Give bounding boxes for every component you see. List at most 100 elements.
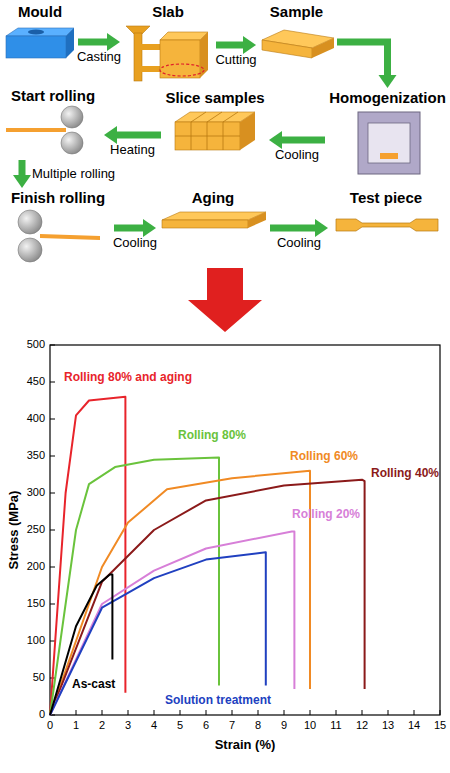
tick-mark (76, 710, 77, 715)
step-title: Mould (4, 4, 76, 20)
curve-label: Rolling 40% (371, 466, 439, 480)
sample-figure (262, 30, 334, 58)
tick-mark (310, 710, 311, 715)
tick-label: 10 (304, 719, 316, 731)
tick-label: 500 (27, 338, 45, 350)
curve-line (50, 531, 294, 715)
furnace-figure (358, 112, 420, 174)
process-step: Aging (158, 190, 268, 236)
tick-mark (414, 710, 415, 715)
step-action: Casting (77, 49, 121, 64)
process-step: Finish rolling (4, 190, 112, 264)
step-title: Slice samples (163, 90, 267, 106)
tick-mark (388, 710, 389, 715)
tick-mark (206, 710, 207, 715)
axis-title: Strain (%) (215, 737, 276, 752)
step-title: Test piece (330, 190, 442, 206)
curve-line (50, 480, 365, 715)
axis-title: Stress (MPa) (6, 491, 21, 570)
arrow-head (107, 33, 120, 51)
step-action: Heating (110, 142, 155, 157)
arrow-shaft (216, 42, 246, 49)
tick-mark (50, 604, 55, 605)
tick-label: 50 (33, 671, 45, 683)
step-action: Cooling (277, 235, 321, 250)
tick-mark (50, 493, 55, 494)
arrow-shaft (114, 132, 161, 139)
step-title: Start rolling (4, 88, 102, 104)
step-action: Cutting (215, 52, 256, 67)
tick-mark (50, 567, 55, 568)
flow-arrow (269, 131, 325, 149)
curve-label: Rolling 60% (290, 449, 358, 463)
process-step: Slice samples (163, 90, 267, 156)
tick-label: 14 (408, 719, 420, 731)
stress-strain-curves (50, 397, 365, 715)
step-title: Homogenization (327, 90, 448, 106)
tick-label: 5 (177, 719, 183, 731)
start-rolling-figure (6, 106, 83, 154)
process-step: Homogenization (327, 90, 448, 178)
down-arrow (188, 268, 262, 332)
tick-label: 6 (203, 719, 209, 731)
flow-arrow (78, 33, 120, 51)
tick-label: 4 (151, 719, 157, 731)
curve-line (50, 471, 310, 715)
arrow-head (13, 175, 31, 188)
flow-arrow (216, 36, 256, 54)
tick-label: 12 (356, 719, 368, 731)
aging-figure (162, 212, 266, 228)
arrow-head (315, 219, 328, 237)
curve-label: Rolling 80% (178, 428, 246, 442)
tick-label: 100 (27, 634, 45, 646)
tick-label: 250 (27, 523, 45, 535)
tick-label: 3 (125, 719, 131, 731)
arrow-head (104, 126, 117, 144)
tick-label: 450 (27, 375, 45, 387)
tick-label: 2 (99, 719, 105, 731)
tick-label: 0 (47, 719, 53, 731)
tick-mark (102, 710, 103, 715)
step-title: Finish rolling (4, 190, 112, 206)
arrow-head (243, 36, 256, 54)
test-piece-figure (336, 219, 438, 231)
curve-line (50, 574, 112, 715)
tick-mark (180, 710, 181, 715)
arrow-shaft (114, 225, 146, 232)
step-action: Cooling (275, 147, 319, 162)
tick-label: 300 (27, 486, 45, 498)
tick-mark (154, 710, 155, 715)
arrow-shaft (279, 137, 325, 144)
tick-label: 150 (27, 597, 45, 609)
tick-label: 8 (255, 719, 261, 731)
tick-label: 7 (229, 719, 235, 731)
tick-mark (362, 710, 363, 715)
flow-arrow (114, 219, 156, 237)
curve-label: As-cast (72, 677, 115, 691)
curve-label: Rolling 20% (292, 507, 360, 521)
flow-arrow (337, 42, 397, 88)
tick-label: 1 (73, 719, 79, 731)
plot-frame (50, 345, 440, 715)
step-action: Multiple rolling (32, 166, 115, 181)
process-step: Test piece (330, 190, 442, 236)
tick-mark (336, 710, 337, 715)
tick-label: 200 (27, 560, 45, 572)
curve-line (50, 397, 125, 715)
process-step: Slab (122, 4, 214, 84)
tick-label: 350 (27, 449, 45, 461)
tick-label: 15 (434, 719, 446, 731)
curve-line (50, 457, 219, 715)
flow-arrow (270, 219, 328, 237)
tick-mark (440, 710, 441, 715)
flow-arrow (104, 126, 161, 144)
step-title: Aging (158, 190, 268, 206)
arrow-head (143, 219, 156, 237)
process-step: Mould (4, 4, 76, 64)
step-action: Cooling (113, 235, 157, 250)
curve-label: Solution treatment (165, 693, 271, 707)
curve-line (50, 552, 266, 715)
slab-figure (126, 26, 208, 81)
